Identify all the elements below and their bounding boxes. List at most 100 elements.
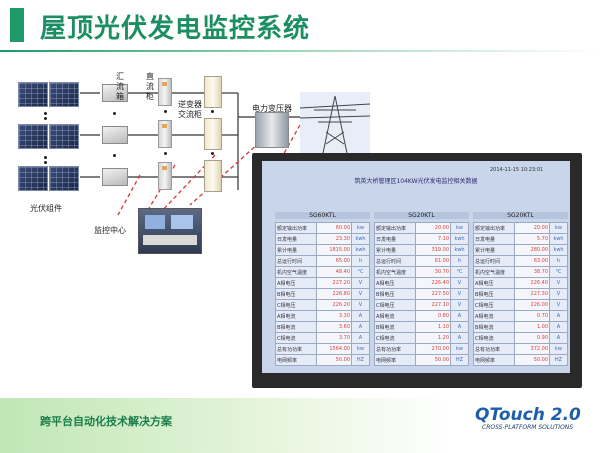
- label-monitor-center: 监控中心: [94, 226, 126, 235]
- pv-panel: [18, 124, 48, 149]
- power-transformer: [255, 112, 289, 148]
- row-label: 机内空气温度: [274, 266, 318, 278]
- row-label: 额定输出功率: [472, 222, 516, 234]
- row-label: B相电流: [472, 321, 516, 333]
- row-label: 总有功功率: [274, 343, 318, 355]
- row-label: B相电压: [373, 288, 417, 300]
- title-divider: [0, 50, 600, 52]
- screen-timestamp: 2014-11-15 10:23:01: [490, 167, 544, 173]
- row-unit: h: [450, 255, 469, 267]
- ellipsis-dot: [113, 112, 116, 115]
- row-label: 总运行时间: [373, 255, 417, 267]
- row-label: 累计电量: [472, 244, 516, 256]
- row-unit: V: [351, 288, 370, 300]
- brand-tagline: CROSS-PLATFORM SOLUTIONS: [482, 424, 574, 431]
- row-value: 63.00: [514, 255, 551, 267]
- row-label: A相电流: [274, 310, 318, 322]
- brand-logo: QTouch 2.0: [475, 405, 581, 425]
- row-unit: V: [450, 288, 469, 300]
- unit-header: SG20KTL: [473, 212, 568, 219]
- row-label: A相电压: [373, 277, 417, 289]
- row-label: 日发电量: [472, 233, 516, 245]
- row-value: 1.00: [514, 321, 551, 333]
- unit-header: SG20KTL: [374, 212, 469, 219]
- row-value: 5.70: [514, 233, 551, 245]
- monitor-screen: [145, 215, 165, 229]
- row-unit: A: [351, 310, 370, 322]
- row-label: B相电流: [274, 321, 318, 333]
- page-title: 屋顶光伏发电监控系统: [40, 14, 311, 44]
- ellipsis-dot: [211, 110, 214, 113]
- row-value: 65.00: [316, 255, 353, 267]
- dc-cabinet: [158, 78, 172, 106]
- ellipsis-dot: [44, 117, 47, 120]
- row-unit: h: [351, 255, 370, 267]
- row-unit: A: [450, 310, 469, 322]
- row-unit: A: [351, 321, 370, 333]
- row-value: 226.00: [514, 299, 551, 311]
- row-value: 3.60: [316, 321, 353, 333]
- label-transformer: 电力变压器: [252, 104, 292, 113]
- label-combiner-box: 汇 流 箱: [116, 72, 124, 101]
- row-label: 累计电量: [274, 244, 318, 256]
- label-pv-module: 光伏组件: [30, 204, 62, 213]
- footer-bar: [0, 398, 600, 453]
- ellipsis-dot: [44, 161, 47, 164]
- row-unit: kw: [549, 343, 568, 355]
- row-value: 30.70: [415, 266, 452, 278]
- row-value: 3.70: [316, 332, 353, 344]
- row-label: C相电流: [274, 332, 318, 344]
- label-dc-cabinet: 直 流 柜: [146, 72, 154, 101]
- row-unit: kwh: [450, 244, 469, 256]
- ellipsis-dot: [211, 152, 214, 155]
- row-unit: kwh: [351, 244, 370, 256]
- row-unit: h: [549, 255, 568, 267]
- row-value: 227.50: [415, 288, 452, 300]
- row-label: A相电压: [472, 277, 516, 289]
- unit-header: SG60KTL: [275, 212, 370, 219]
- row-label: C相电流: [472, 332, 516, 344]
- row-value: 50.00: [316, 354, 353, 366]
- row-unit: kw: [351, 222, 370, 234]
- row-value: 1.10: [415, 321, 452, 333]
- inverter-cabinet: [204, 160, 222, 192]
- row-unit: kw: [351, 343, 370, 355]
- row-value: 226.80: [316, 288, 353, 300]
- ellipsis-dot: [164, 152, 167, 155]
- row-value: 61.00: [415, 255, 452, 267]
- row-label: C相电流: [373, 332, 417, 344]
- row-unit: HZ: [351, 354, 370, 366]
- row-unit: °C: [549, 266, 568, 278]
- ellipsis-dot: [113, 154, 116, 157]
- row-unit: kwh: [450, 233, 469, 245]
- pv-panel: [49, 124, 79, 149]
- row-label: B相电压: [472, 288, 516, 300]
- title-accent-bar: [10, 8, 24, 42]
- row-value: 38.70: [514, 266, 551, 278]
- pv-panel: [49, 166, 79, 191]
- row-unit: V: [450, 299, 469, 311]
- row-label: 累计电量: [373, 244, 417, 256]
- row-unit: kw: [549, 222, 568, 234]
- row-unit: A: [549, 310, 568, 322]
- row-unit: kwh: [549, 233, 568, 245]
